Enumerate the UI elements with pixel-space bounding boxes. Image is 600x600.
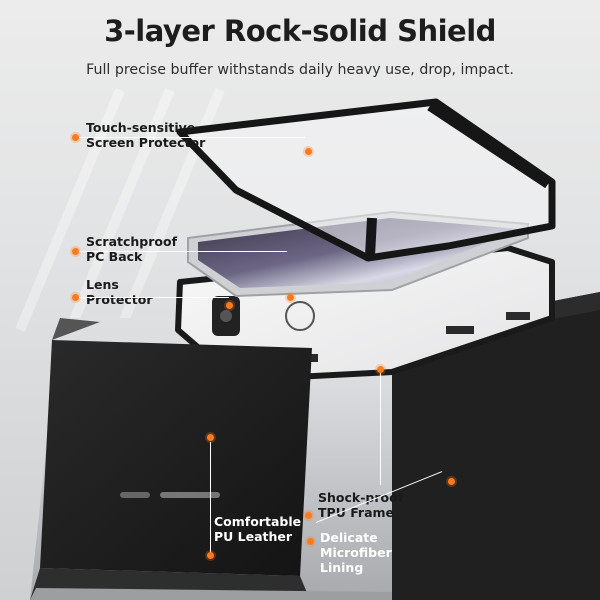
callout-dot <box>207 434 214 441</box>
callout-dot <box>72 294 79 301</box>
callout-dot <box>305 148 312 155</box>
callout-dot <box>305 512 312 519</box>
screen-protector-frame <box>176 98 556 262</box>
callout-dot <box>307 538 314 545</box>
callout-dot <box>226 302 233 309</box>
callout-microfiber: Delicate Microfiber Lining <box>320 530 392 575</box>
callout-line <box>210 442 211 554</box>
microfiber-panel <box>372 292 600 600</box>
callout-dot <box>448 478 455 485</box>
callout-pu-leather: Comfortable PU Leather <box>214 514 302 544</box>
callout-dot <box>287 294 294 301</box>
page-title: 3-layer Rock-solid Shield <box>104 14 496 48</box>
callout-tpu-frame: Shock-proof TPU Frame <box>318 490 404 520</box>
callout-dot <box>377 366 384 373</box>
callout-pc-back: Scratchproof PC Back <box>86 234 178 264</box>
callout-screen-protector: Touch-sensitive Screen Protector <box>86 120 206 150</box>
leather-cover <box>40 340 312 576</box>
callout-line <box>380 370 381 485</box>
callout-dot <box>72 134 79 141</box>
callout-line <box>79 251 287 252</box>
page-subtitle: Full precise buffer withstands daily hea… <box>86 62 514 78</box>
callout-dot <box>207 552 214 559</box>
callout-dot <box>72 248 79 255</box>
callout-line <box>79 297 229 298</box>
callout-lens-protector: Lens Protector <box>86 277 153 307</box>
callout-line <box>79 137 305 138</box>
